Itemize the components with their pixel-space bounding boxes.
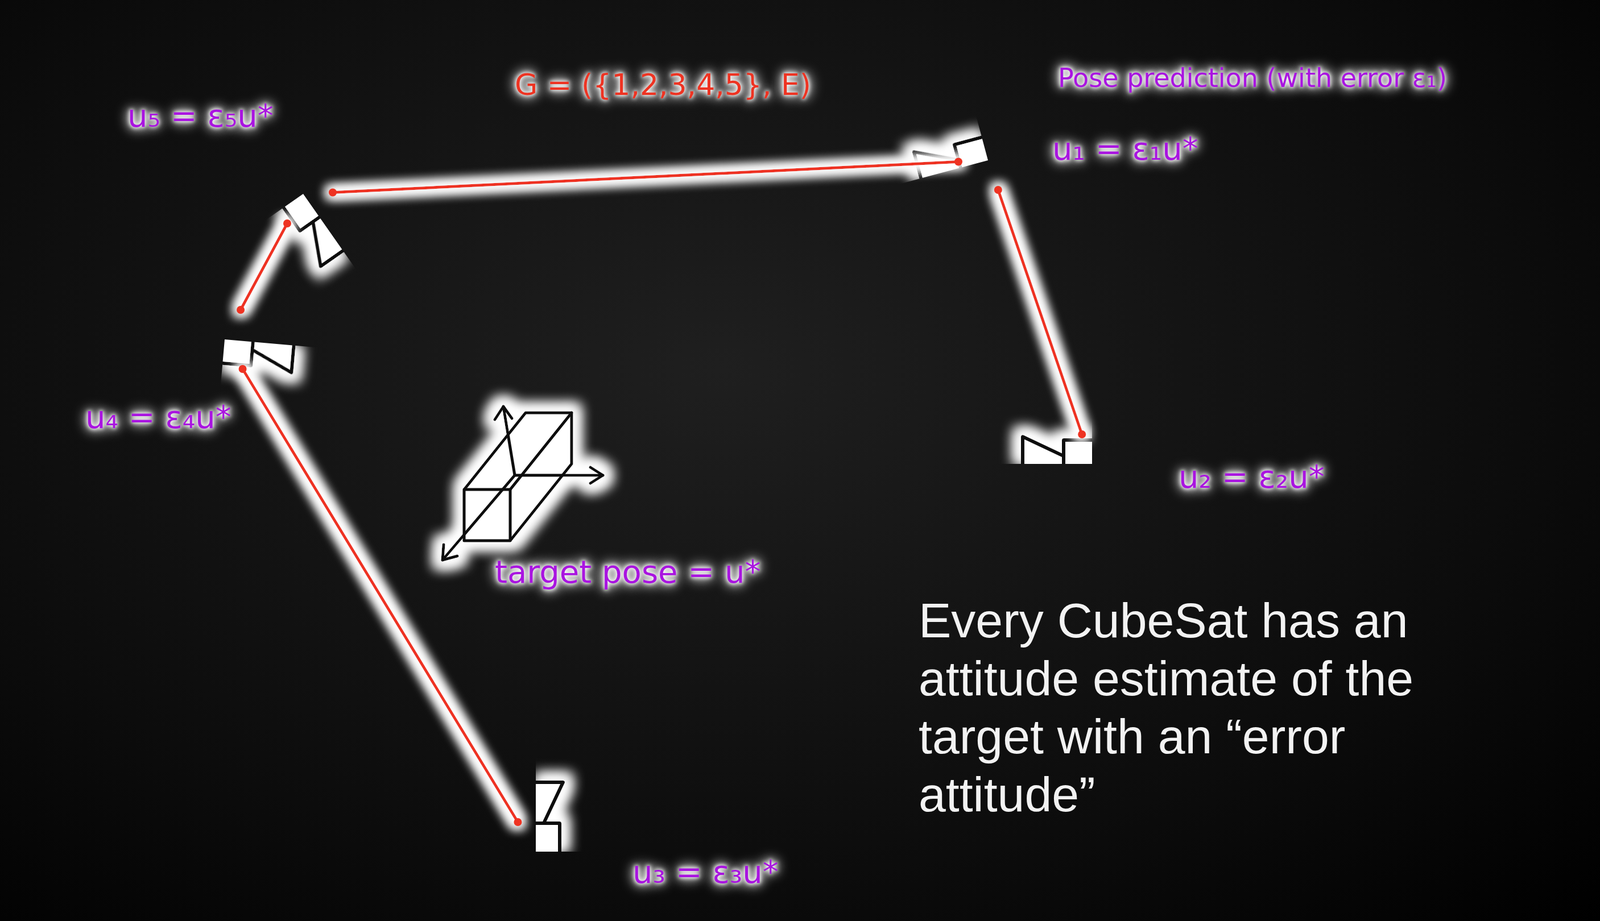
- cubesat: [1022, 436, 1121, 492]
- cubesat: [264, 155, 366, 267]
- axis-arrowhead: [442, 544, 458, 561]
- pose-label: u₄ = ε₄u*: [85, 398, 232, 437]
- graph-label: G = ({1,2,3,4,5}, E): [514, 67, 812, 103]
- edge-endpoint: [994, 185, 1003, 194]
- cubesat-body: [511, 823, 560, 881]
- cubesat-node: u₅ = ε₅u*: [273, 164, 333, 224]
- edge-endpoint: [236, 306, 245, 314]
- annotation: Pose prediction (with error ε₁): [1057, 62, 1447, 94]
- graph-edge: [332, 162, 959, 193]
- target-node: target pose = u*: [440, 403, 606, 547]
- edge-endpoint: [513, 818, 522, 827]
- camera-lens: [1022, 436, 1064, 492]
- cubesat-body: [194, 313, 256, 366]
- graph-edge: [998, 189, 1082, 435]
- edge-endpoint: [328, 188, 337, 197]
- edge-endpoint: [954, 158, 963, 167]
- graph-edge: [242, 369, 519, 823]
- target-body: [442, 406, 603, 561]
- cubesat: [508, 782, 564, 881]
- edge-endpoint: [283, 219, 292, 228]
- graph-edge: [240, 223, 288, 310]
- camera-lens: [508, 782, 564, 824]
- target-label: target pose = u*: [494, 552, 762, 591]
- edge-group: [328, 158, 963, 197]
- edge-endpoint: [1077, 430, 1086, 439]
- pose-label: u₃ = ε₃u*: [632, 853, 779, 892]
- edge-group: [994, 185, 1086, 439]
- cubesat-body: [954, 129, 1022, 191]
- cubesat-node: u₁ = ε₁u*: [958, 130, 1018, 190]
- cubesat-node: u₃ = ε₃u*: [506, 822, 566, 882]
- cubesat: [193, 309, 297, 374]
- pose-label: u₂ = ε₂u*: [1178, 457, 1325, 496]
- axis-line: [442, 475, 515, 561]
- cubesat-body: [1063, 440, 1121, 489]
- cubesat: [914, 126, 1023, 205]
- cubesat-node: u₄ = ε₄u*: [195, 309, 255, 370]
- axis-line: [514, 474, 603, 478]
- cubesat-body: [267, 156, 339, 231]
- pose-label: u₅ = ε₅u*: [127, 96, 274, 135]
- cubesat-node: u₂ = ε₂u*: [1062, 434, 1122, 494]
- edge-group: [236, 219, 292, 314]
- edge-group: [238, 365, 523, 827]
- caption-text: Every CubeSat has an attitude estimate o…: [918, 591, 1465, 824]
- pose-label: u₁ = ε₁u*: [1052, 129, 1199, 168]
- axis-arrowhead: [590, 467, 603, 484]
- prism-face: [464, 489, 511, 541]
- axis-arrowhead: [494, 406, 512, 420]
- edge-endpoint: [238, 365, 247, 374]
- prism-edge: [510, 412, 572, 490]
- camera-lens: [250, 315, 297, 374]
